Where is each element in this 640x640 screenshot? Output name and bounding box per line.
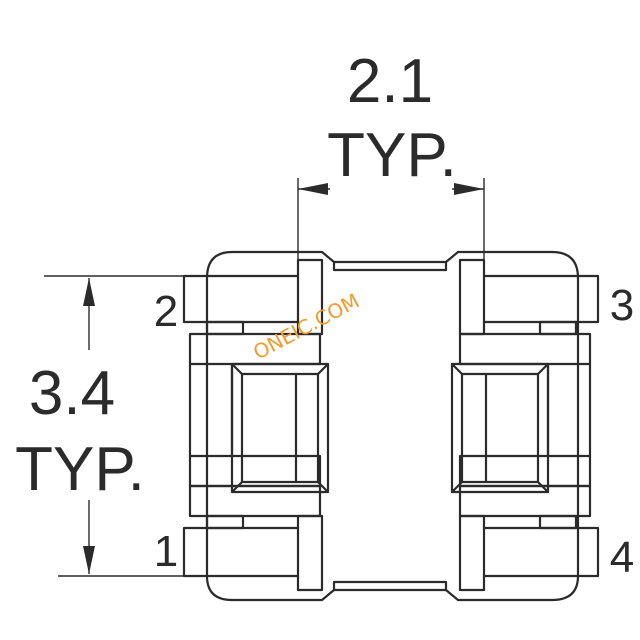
right-winding-frame [458, 332, 592, 488]
pad-4-tab [458, 514, 486, 592]
watermark: ONEIC.COM [249, 289, 363, 365]
pad-1-tab [296, 514, 324, 592]
left-lower-bar [188, 484, 322, 518]
arrow-up-icon [83, 278, 95, 306]
arrow-right-icon [298, 183, 328, 195]
bevel-line [231, 363, 243, 375]
pad-2 [182, 274, 300, 324]
bevel-line [537, 363, 549, 375]
vertical-dimension-note: TYP. [15, 435, 145, 504]
pad-1 [182, 526, 300, 578]
step-tab [205, 320, 245, 336]
vertical-dimension-value: 3.4 [29, 359, 115, 428]
component-body [182, 250, 600, 602]
body-outline [205, 250, 580, 602]
pad-3 [482, 274, 600, 324]
bevel-line [451, 363, 463, 375]
step-tab [538, 514, 578, 530]
pad-3-tab [458, 258, 486, 336]
left-core-inner [240, 372, 320, 484]
arrow-down-icon [83, 546, 95, 574]
pad-2-tab [296, 258, 324, 336]
right-core-inner [460, 372, 540, 484]
pin-label-4: 4 [610, 533, 634, 582]
bevel-line [317, 481, 329, 493]
bevel-line [317, 363, 329, 375]
pin-label-2: 2 [154, 287, 178, 336]
pad-4 [482, 526, 600, 578]
right-lower-bar [458, 484, 592, 518]
pin-label-1: 1 [154, 527, 178, 576]
left-core [230, 362, 330, 494]
horizontal-dimension-value: 2.1 [347, 47, 433, 116]
right-core [450, 362, 550, 494]
horizontal-dimension: 2.1 TYP. [297, 47, 485, 272]
left-winding-frame [188, 332, 322, 488]
step-tab [205, 514, 245, 530]
horizontal-dimension-note: TYP. [327, 121, 457, 190]
vertical-dimension: 3.4 TYP. [15, 275, 184, 577]
step-tab [538, 320, 578, 336]
pin-label-3: 3 [610, 281, 634, 330]
bevel-line [451, 481, 463, 493]
arrow-left-icon [454, 183, 484, 195]
